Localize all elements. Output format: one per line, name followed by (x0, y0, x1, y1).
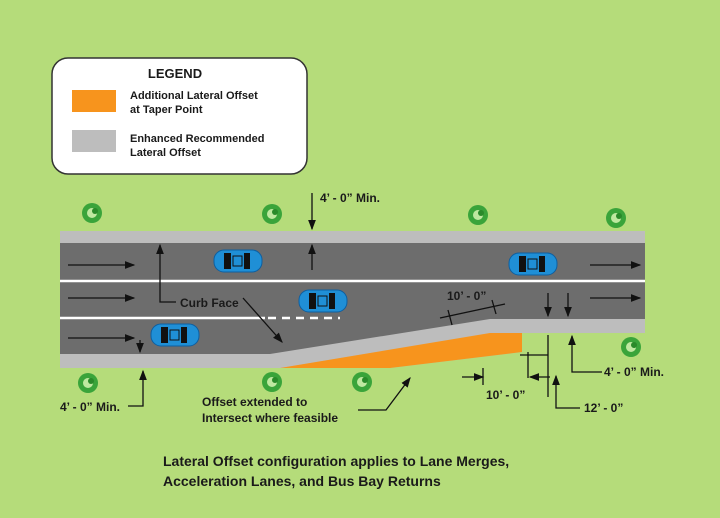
left-min-label: 4’ - 0” Min. (60, 400, 120, 414)
top-min-label: 4’ - 0” Min. (320, 191, 380, 205)
right-min-label: 4’ - 0” Min. (604, 365, 664, 379)
tree-icon (352, 372, 372, 392)
legend-swatch-orange (72, 90, 116, 112)
tree-icon (606, 208, 626, 228)
legend-item-label: Enhanced Recommended (130, 133, 264, 145)
bottom-dim-10-label: 10’ - 0” (486, 388, 525, 402)
legend-item-label: at Taper Point (130, 104, 203, 116)
taper-dim-label: 10’ - 0” (447, 289, 486, 303)
car-icon (150, 323, 200, 347)
offset-note-line2: Intersect where feasible (202, 411, 338, 425)
tree-icon (78, 373, 98, 393)
tree-icon (621, 337, 641, 357)
bottom-dim-12-label: 12’ - 0” (584, 401, 623, 415)
curb-face-label: Curb Face (180, 296, 239, 310)
car-icon (298, 289, 348, 313)
legend-item-label: Lateral Offset (130, 147, 201, 159)
car-icon (508, 252, 558, 276)
legend: LEGEND Additional Lateral Offset at Tape… (51, 57, 308, 175)
caption-line2: Acceleration Lanes, and Bus Bay Returns (163, 473, 441, 489)
legend-item-label: Additional Lateral Offset (130, 90, 258, 102)
tree-icon (468, 205, 488, 225)
car-icon (213, 249, 263, 273)
roadway (60, 231, 645, 368)
caption-line1: Lateral Offset configuration applies to … (163, 453, 509, 469)
dimension-lines (128, 193, 602, 411)
tree-icon (262, 204, 282, 224)
tree-icon (82, 203, 102, 223)
legend-title: LEGEND (148, 66, 202, 81)
offset-note-line1: Offset extended to (202, 395, 307, 409)
tree-icon (262, 372, 282, 392)
additional-offset-area (280, 333, 522, 368)
legend-swatch-gray (72, 130, 116, 152)
